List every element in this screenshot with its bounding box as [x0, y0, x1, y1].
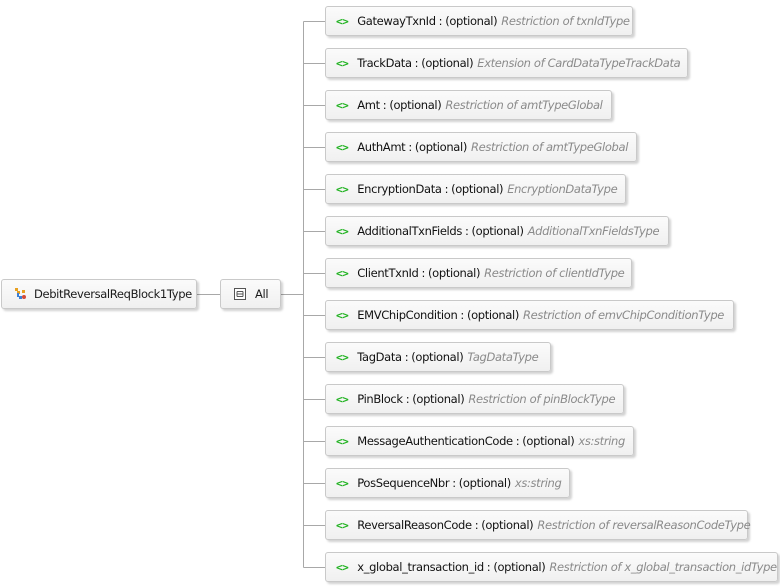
element-separator: :: [405, 392, 410, 406]
element-node-pos-sequence-nbr[interactable]: <> PosSequenceNbr : (optional) xs:string: [325, 468, 570, 498]
element-separator: :: [452, 476, 456, 490]
element-separator: :: [486, 560, 491, 574]
complex-type-icon: [12, 286, 28, 302]
element-type: xs:string: [578, 434, 625, 448]
element-separator: :: [404, 350, 409, 364]
element-icon: <>: [336, 56, 349, 70]
element-type: EncryptionDataType: [507, 182, 618, 196]
element-name: TagData: [357, 350, 402, 364]
element-icon: <>: [336, 434, 349, 448]
element-name: ReversalReasonCode: [357, 518, 472, 532]
element-name: EncryptionData: [357, 182, 442, 196]
element-icon: <>: [336, 476, 349, 490]
element-separator: :: [382, 98, 387, 112]
element-type: Restriction of x_global_transaction_idTy…: [549, 560, 777, 574]
element-name: TrackData: [357, 56, 412, 70]
element-occurrence: (optional): [481, 518, 534, 532]
element-icon: <>: [336, 140, 349, 154]
element-icon: <>: [336, 266, 349, 280]
element-occurrence: (optional): [493, 560, 546, 574]
root-type-label: DebitReversalReqBlock1Type: [34, 287, 192, 301]
element-occurrence: (optional): [421, 56, 474, 70]
element-separator: :: [474, 518, 479, 532]
element-node-reversal-reason-code[interactable]: <> ReversalReasonCode : (optional) Restr…: [325, 510, 751, 540]
element-separator: :: [421, 266, 426, 280]
element-icon: <>: [336, 350, 349, 364]
all-group-node[interactable]: All: [220, 279, 281, 309]
element-type: Restriction of reversalReasonCodeType: [537, 518, 751, 532]
element-node-auth-amt[interactable]: <> AuthAmt : (optional) Restriction of a…: [325, 132, 637, 162]
element-node-x-global-transaction-id[interactable]: <> x_global_transaction_id : (optional) …: [325, 552, 778, 582]
element-occurrence: (optional): [411, 350, 464, 364]
element-node-pin-block[interactable]: <> PinBlock : (optional) Restriction of …: [325, 384, 624, 414]
element-separator: :: [408, 140, 412, 154]
element-occurrence: (optional): [389, 98, 442, 112]
element-name: Amt: [357, 98, 380, 112]
element-name: GatewayTxnId: [357, 14, 436, 28]
element-icon: <>: [336, 224, 349, 238]
element-icon: <>: [336, 98, 349, 112]
element-separator: :: [464, 224, 469, 238]
element-node-track-data[interactable]: <> TrackData : (optional) Extension of C…: [325, 48, 688, 78]
element-occurrence: (optional): [466, 308, 520, 322]
element-name: PinBlock: [357, 392, 403, 406]
element-occurrence: (optional): [412, 392, 465, 406]
element-node-tag-data[interactable]: <> TagData : (optional) TagDataType: [325, 342, 551, 372]
element-name: AdditionalTxnFields: [357, 224, 462, 238]
element-name: x_global_transaction_id: [357, 560, 484, 574]
element-node-gateway-txn-id[interactable]: <> GatewayTxnId : (optional) Restriction…: [325, 6, 633, 36]
element-node-client-txn-id[interactable]: <> ClientTxnId : (optional) Restriction …: [325, 258, 632, 288]
element-occurrence: (optional): [428, 266, 481, 280]
element-name: EMVChipCondition: [357, 308, 458, 322]
element-type: Restriction of clientIdType: [484, 266, 625, 280]
all-group-label: All: [255, 287, 269, 301]
element-type: TagDataType: [467, 350, 539, 364]
root-type-node[interactable]: DebitReversalReqBlock1Type: [1, 279, 197, 309]
element-occurrence: (optional): [451, 182, 504, 196]
element-node-message-authentication-code[interactable]: <> MessageAuthenticationCode : (optional…: [325, 426, 634, 456]
element-node-emv-chip-condition[interactable]: <> EMVChipCondition : (optional) Restric…: [325, 300, 734, 330]
element-node-additional-txn-fields[interactable]: <> AdditionalTxnFields : (optional) Addi…: [325, 216, 669, 246]
all-compositor-icon: [234, 288, 246, 300]
element-name: PosSequenceNbr: [357, 476, 450, 490]
element-type: Restriction of emvChipConditionType: [523, 308, 724, 322]
element-type: Restriction of amtTypeGlobal: [470, 140, 629, 154]
element-node-encryption-data[interactable]: <> EncryptionData : (optional) Encryptio…: [325, 174, 626, 204]
element-occurrence: (optional): [458, 476, 511, 490]
element-separator: :: [460, 308, 464, 322]
element-icon: <>: [336, 308, 349, 322]
element-node-amt[interactable]: <> Amt : (optional) Restriction of amtTy…: [325, 90, 612, 120]
element-occurrence: (optional): [522, 434, 575, 448]
element-type: Extension of CardDataTypeTrackData: [477, 56, 681, 70]
element-separator: :: [515, 434, 520, 448]
element-name: AuthAmt: [357, 140, 406, 154]
element-type: xs:string: [514, 476, 562, 490]
element-type: AdditionalTxnFieldsType: [527, 224, 660, 238]
element-separator: :: [438, 14, 443, 28]
element-separator: :: [444, 182, 449, 196]
element-occurrence: (optional): [414, 140, 467, 154]
element-name: ClientTxnId: [357, 266, 419, 280]
element-occurrence: (optional): [445, 14, 498, 28]
element-name: MessageAuthenticationCode: [357, 434, 513, 448]
element-type: Restriction of txnIdType: [501, 14, 630, 28]
element-icon: <>: [336, 14, 349, 28]
element-icon: <>: [336, 182, 349, 196]
element-separator: :: [414, 56, 419, 70]
element-occurrence: (optional): [471, 224, 524, 238]
element-icon: <>: [336, 560, 349, 574]
element-icon: <>: [336, 518, 349, 532]
element-type: Restriction of pinBlockType: [468, 392, 616, 406]
element-type: Restriction of amtTypeGlobal: [445, 98, 603, 112]
element-icon: <>: [336, 392, 349, 406]
